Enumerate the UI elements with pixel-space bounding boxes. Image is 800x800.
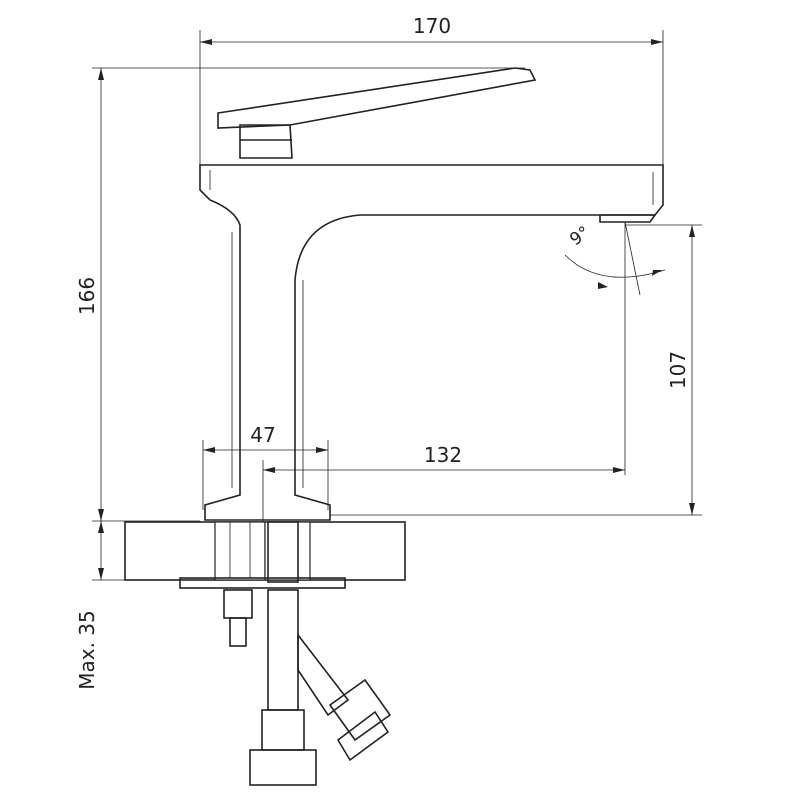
dimension-47: 47 (250, 423, 275, 447)
dimension-170: 170 (413, 14, 451, 38)
dimension-166: 166 (75, 277, 99, 315)
countertop (124, 521, 406, 589)
angle-9: 9° (566, 223, 593, 250)
dimension-132: 132 (424, 443, 462, 467)
fixing-stud (223, 521, 253, 647)
dimension-107: 107 (666, 351, 690, 389)
dimension-lines (92, 30, 702, 581)
supply-hoses (249, 521, 392, 786)
faucet-body (199, 67, 664, 521)
dimension-max-35: Max. 35 (75, 610, 99, 690)
